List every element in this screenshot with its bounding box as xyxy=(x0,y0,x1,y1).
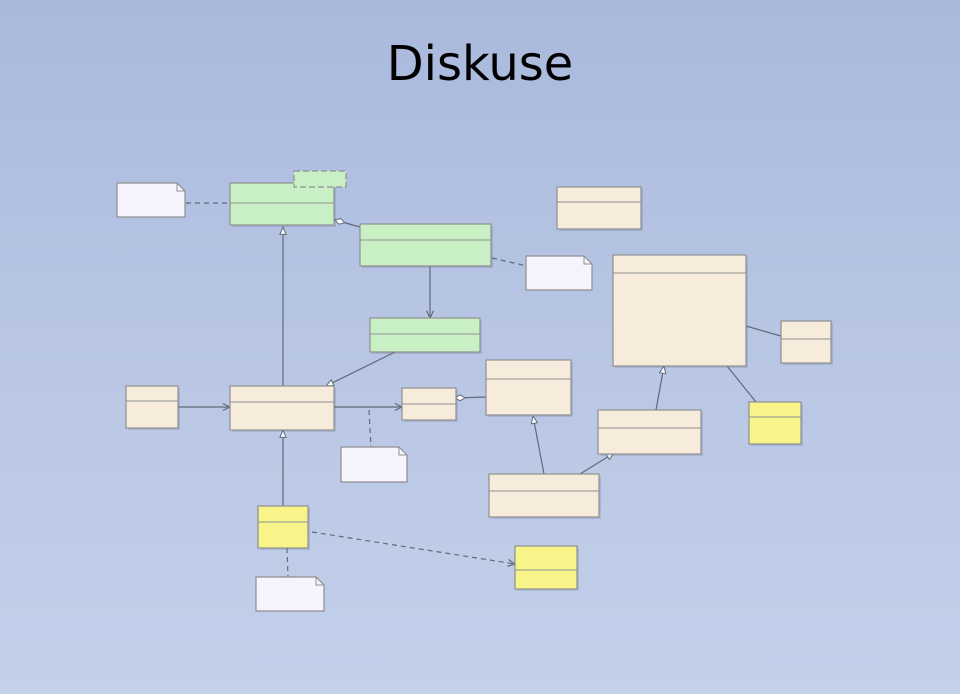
note-top-left-fold xyxy=(176,183,185,192)
edge-5-generalization-head xyxy=(279,225,287,235)
class-box-central-body xyxy=(229,385,335,431)
note-top-left-body xyxy=(116,182,186,218)
class-box-left-body xyxy=(125,385,179,429)
note-center-body xyxy=(340,446,408,483)
class-box-highlight-right xyxy=(748,401,803,446)
note-bottom-left-body xyxy=(255,576,325,612)
class-box-interface-mid xyxy=(369,317,482,354)
class-box-left xyxy=(125,385,180,430)
edge-14-generalization-head xyxy=(530,414,539,425)
class-box-bottom-center-body xyxy=(488,473,600,518)
class-box-interface-mid-body xyxy=(369,317,481,353)
class-box-large-right-body xyxy=(612,254,747,367)
edge-6-generalization-head xyxy=(324,379,335,387)
class-box-highlight-bottom-left-body xyxy=(257,505,309,549)
note-center-right-fold xyxy=(583,256,592,265)
class-box-center-right xyxy=(485,359,573,417)
note-center-right xyxy=(525,255,593,291)
edge-12 xyxy=(311,531,516,565)
class-box-bottom-center xyxy=(488,473,601,519)
class-box-interface-top-left-body xyxy=(229,182,335,226)
class-box-far-right xyxy=(780,320,833,365)
edge-18 xyxy=(726,365,757,403)
class-box-interface-center-body xyxy=(359,223,492,267)
class-box-highlight-right-body xyxy=(748,401,802,445)
edge-17 xyxy=(745,325,782,337)
class-box-interface-top-left xyxy=(229,182,336,227)
class-box-highlight-bottom-body xyxy=(514,545,578,590)
note-bottom-left xyxy=(255,576,325,612)
note-center xyxy=(340,446,408,483)
edge-6 xyxy=(325,351,396,387)
edge-13 xyxy=(286,547,289,578)
class-box-central xyxy=(229,385,336,432)
class-box-top-right xyxy=(556,186,643,231)
class-box-far-right-body xyxy=(780,320,832,364)
edge-2-aggregation-diamond xyxy=(334,217,346,225)
edge-9 xyxy=(368,409,372,448)
class-box-lower-right xyxy=(597,409,703,456)
note-top-left xyxy=(116,182,186,218)
class-box-interface-center xyxy=(359,223,493,268)
class-box-small-center xyxy=(401,387,458,422)
edge-10-aggregation-diamond xyxy=(454,394,466,402)
class-box-top-right-body xyxy=(556,186,642,230)
class-box-highlight-bottom-left xyxy=(257,505,310,550)
note-bottom-left-fold xyxy=(315,577,324,586)
edge-16-generalization-head xyxy=(658,364,667,375)
edge-11-generalization-head xyxy=(279,428,287,438)
note-center-right-body xyxy=(525,255,593,291)
dashed-interface-tab xyxy=(293,170,347,188)
edge-14 xyxy=(532,415,545,475)
class-box-lower-right-body xyxy=(597,409,702,455)
note-center-fold xyxy=(398,447,407,456)
edge-3 xyxy=(491,257,528,267)
class-box-large-right xyxy=(612,254,748,368)
class-box-highlight-bottom xyxy=(514,545,579,591)
slide-title: Diskuse xyxy=(386,36,574,92)
class-box-center-right-body xyxy=(485,359,572,416)
